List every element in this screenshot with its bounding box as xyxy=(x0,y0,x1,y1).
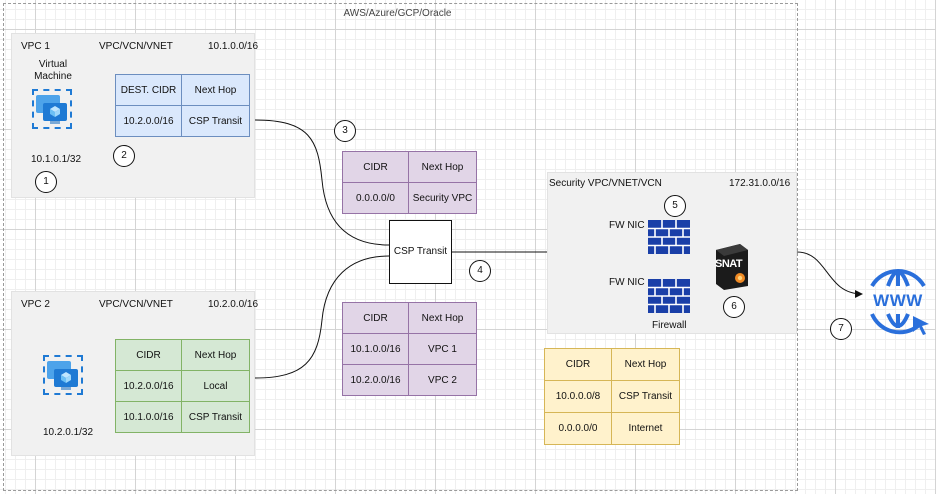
table-cell: CSP Transit xyxy=(181,105,250,137)
table-row: 10.1.0.0/16 CSP Transit xyxy=(115,401,250,433)
csp-transit-node[interactable]: CSP Transit xyxy=(389,220,452,284)
vm1-ip: 10.1.0.1/32 xyxy=(31,154,82,165)
table-header-row: CIDR Next Hop xyxy=(115,339,250,371)
table-header-cell: Next Hop xyxy=(408,151,477,183)
security-vpc-title: Security VPC/VNET/VCN xyxy=(549,178,662,189)
table-header-row: CIDR Next Hop xyxy=(342,302,477,334)
vpc2-type: VPC/VCN/VNET xyxy=(99,299,173,310)
step-2-badge: 2 xyxy=(113,145,135,167)
cloud-title: AWS/Azure/GCP/Oracle xyxy=(343,8,452,19)
table-cell: VPC 2 xyxy=(408,364,477,396)
step-5-badge: 5 xyxy=(664,195,686,217)
link-vpc1-transit xyxy=(254,119,390,246)
table-row: 10.1.0.0/16 VPC 1 xyxy=(342,333,477,365)
table-cell: CSP Transit xyxy=(181,401,250,433)
table-header-cell: CIDR xyxy=(544,348,612,381)
vpc2-route-table: CIDR Next Hop 10.2.0.0/16 Local 10.1.0.0… xyxy=(115,339,250,433)
table-cell: 10.0.0.0/8 xyxy=(544,380,612,413)
table-header-row: CIDR Next Hop xyxy=(342,151,477,183)
table-header-row: CIDR Next Hop xyxy=(544,348,680,381)
link-security-internet xyxy=(796,251,863,298)
firewall-label: Firewall xyxy=(652,320,687,331)
fw-nic-1-label: FW NIC xyxy=(609,220,645,231)
vm1-label: Virtual Machine xyxy=(23,59,83,83)
vpc1-title: VPC 1 xyxy=(21,41,50,52)
www-label: WWW xyxy=(873,291,923,310)
firewall-icon[interactable] xyxy=(648,279,690,313)
vm1[interactable] xyxy=(32,89,72,129)
table-cell: Security VPC xyxy=(408,182,477,214)
table-header-cell: CIDR xyxy=(342,302,409,334)
table-header-cell: CIDR xyxy=(115,339,182,371)
virtual-machine-icon xyxy=(47,361,78,390)
table-header-cell: DEST. CIDR xyxy=(115,74,182,106)
table-cell: 0.0.0.0/0 xyxy=(544,412,612,445)
table-cell: Internet xyxy=(611,412,680,445)
table-header-cell: CIDR xyxy=(342,151,409,183)
table-header-cell: Next Hop xyxy=(181,74,250,106)
step-4-badge: 4 xyxy=(469,260,491,282)
firewall-icon[interactable] xyxy=(648,220,690,254)
snat-appliance-icon[interactable]: SNAT xyxy=(712,244,750,290)
step-3-badge: 3 xyxy=(334,120,356,142)
virtual-machine-icon xyxy=(36,95,67,124)
step-6-badge: 6 xyxy=(723,296,745,318)
table-cell: 10.2.0.0/16 xyxy=(115,370,182,402)
table-row: 10.2.0.0/16 VPC 2 xyxy=(342,364,477,396)
vpc1-type: VPC/VCN/VNET xyxy=(99,41,173,52)
security-vpc-cidr: 172.31.0.0/16 xyxy=(729,178,791,189)
vm1-label-line2: Machine xyxy=(34,71,72,82)
step-1-badge: 1 xyxy=(35,171,57,193)
table-row: 0.0.0.0/0 Security VPC xyxy=(342,182,477,214)
table-header-cell: Next Hop xyxy=(181,339,250,371)
table-cell: 10.2.0.0/16 xyxy=(342,364,409,396)
table-cell: 0.0.0.0/0 xyxy=(342,182,409,214)
step-7-badge: 7 xyxy=(830,318,852,340)
link-vpc2-transit xyxy=(254,255,390,379)
vm2[interactable] xyxy=(43,355,83,395)
table-cell: 10.2.0.0/16 xyxy=(115,105,182,137)
table-cell: CSP Transit xyxy=(611,380,680,413)
security-vpc-route-table: CIDR Next Hop 10.0.0.0/8 CSP Transit 0.0… xyxy=(544,348,680,445)
table-cell: 10.1.0.0/16 xyxy=(115,401,182,433)
fw-nic-2-label: FW NIC xyxy=(609,277,645,288)
table-row: 10.2.0.0/16 CSP Transit xyxy=(115,105,250,137)
vpc1-route-table: DEST. CIDR Next Hop 10.2.0.0/16 CSP Tran… xyxy=(115,74,250,137)
transit-lower-route-table: CIDR Next Hop 10.1.0.0/16 VPC 1 10.2.0.0… xyxy=(342,302,477,396)
table-row: 0.0.0.0/0 Internet xyxy=(544,412,680,445)
vpc2-cidr: 10.2.0.0/16 xyxy=(208,299,259,310)
table-row: 10.2.0.0/16 Local xyxy=(115,370,250,402)
table-header-cell: Next Hop xyxy=(611,348,680,381)
snat-label: SNAT xyxy=(715,258,743,270)
globe-www-icon[interactable]: WWW xyxy=(863,264,933,336)
cloud-boundary xyxy=(3,3,798,491)
vm2-ip: 10.2.0.1/32 xyxy=(43,427,94,438)
table-header-cell: Next Hop xyxy=(408,302,477,334)
table-header-row: DEST. CIDR Next Hop xyxy=(115,74,250,106)
vpc1-cidr: 10.1.0.0/16 xyxy=(208,41,259,52)
vpc2-title: VPC 2 xyxy=(21,299,50,310)
table-cell: Local xyxy=(181,370,250,402)
transit-upper-route-table: CIDR Next Hop 0.0.0.0/0 Security VPC xyxy=(342,151,477,214)
vm1-label-line1: Virtual xyxy=(38,59,68,70)
table-cell: 10.1.0.0/16 xyxy=(342,333,409,365)
table-cell: VPC 1 xyxy=(408,333,477,365)
table-row: 10.0.0.0/8 CSP Transit xyxy=(544,380,680,413)
